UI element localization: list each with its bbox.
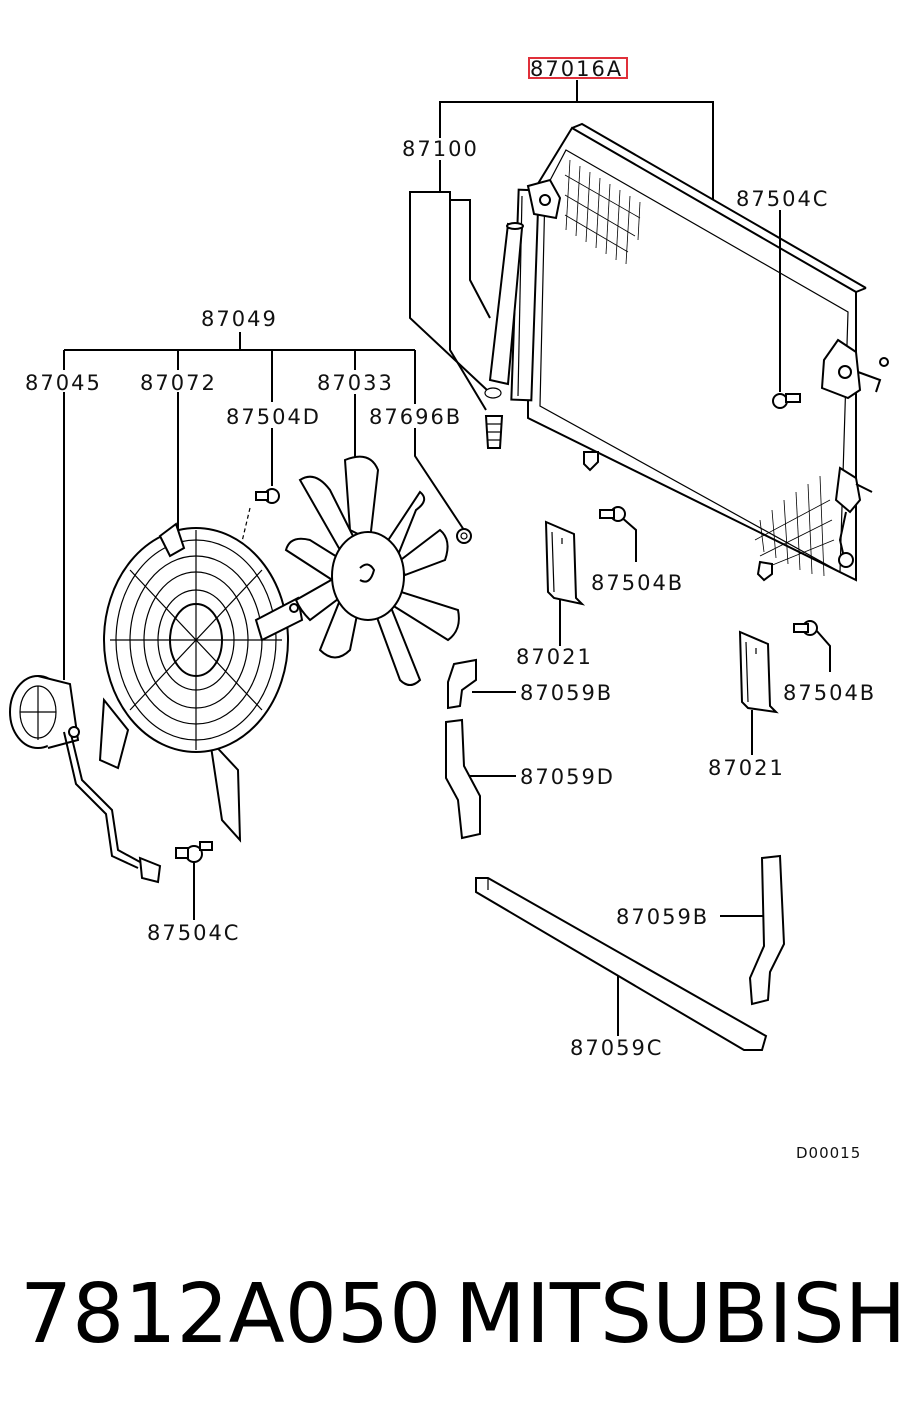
label-87033[interactable]: 87033 — [317, 371, 394, 395]
fan-motor-illustration — [9, 675, 162, 884]
footer: 7812A050 MITSUBISHI — [0, 1255, 909, 1375]
receiver-drier-illustration — [484, 222, 524, 449]
condenser-illustration — [510, 122, 889, 582]
fan-shroud-illustration — [98, 522, 304, 843]
label-87059b-2[interactable]: 87059B — [616, 905, 709, 929]
label-87504d[interactable]: 87504D — [226, 405, 321, 429]
label-87059c[interactable]: 87059C — [570, 1036, 663, 1060]
label-87504b-2[interactable]: 87504B — [783, 681, 876, 705]
bolt-87504c-icon — [772, 393, 801, 409]
part-number: 7812A050 — [20, 1267, 442, 1362]
small-parts-illustration — [175, 488, 818, 1051]
part-labels: 87016A 87100 87504C 87049 87045 87072 87… — [25, 57, 876, 1162]
label-87059b-1[interactable]: 87059B — [520, 681, 613, 705]
leader-lines — [63, 80, 831, 1036]
label-87504c-bottom[interactable]: 87504C — [147, 921, 240, 945]
label-87059d[interactable]: 87059D — [520, 765, 615, 789]
label-87021-1[interactable]: 87021 — [516, 645, 593, 669]
diagram-code: D00015 — [796, 1144, 861, 1162]
label-87049[interactable]: 87049 — [201, 307, 278, 331]
label-87072[interactable]: 87072 — [140, 371, 217, 395]
label-87504b-1[interactable]: 87504B — [591, 571, 684, 595]
brand-name: MITSUBISHI — [455, 1267, 909, 1362]
label-87504c-top[interactable]: 87504C — [736, 187, 829, 211]
label-87016a[interactable]: 87016A — [530, 57, 623, 81]
label-87696b[interactable]: 87696B — [369, 405, 462, 429]
label-87100[interactable]: 87100 — [402, 137, 479, 161]
highlight-box — [528, 57, 628, 79]
label-87045[interactable]: 87045 — [25, 371, 102, 395]
fan-blade-illustration — [284, 455, 460, 686]
label-87021-2[interactable]: 87021 — [708, 756, 785, 780]
